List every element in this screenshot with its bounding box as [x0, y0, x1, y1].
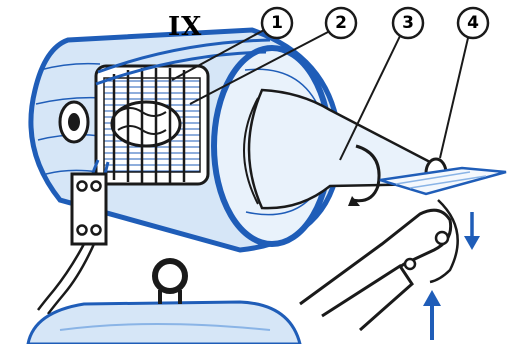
terminal-block [38, 174, 106, 314]
down-arrow-icon [464, 212, 480, 250]
callout-3-label: 3 [393, 8, 423, 38]
callout-1-label: 1 [262, 8, 292, 38]
coil-assembly [96, 66, 208, 184]
figure-roman-label: IX [168, 12, 202, 42]
up-arrow-icon [423, 290, 441, 340]
callout-4-label: 4 [458, 8, 488, 38]
tongs-clamp [300, 200, 458, 330]
callout-2-label: 2 [326, 8, 356, 38]
lower-machine [28, 261, 300, 344]
left-bearing [60, 102, 88, 142]
